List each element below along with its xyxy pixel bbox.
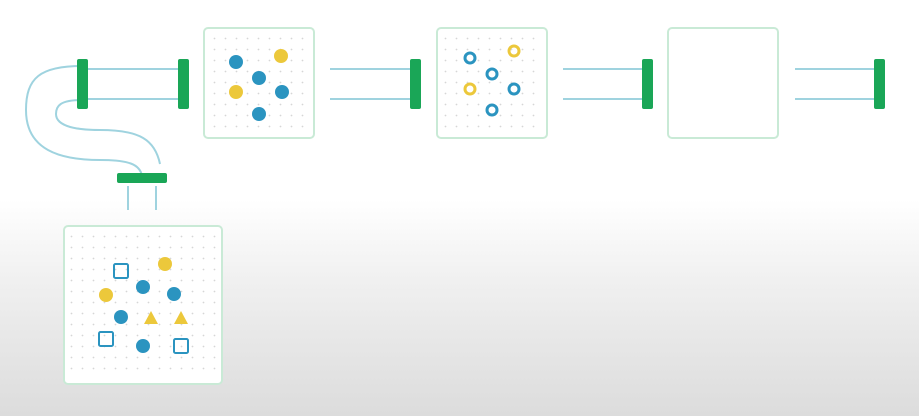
connector-inlet xyxy=(117,173,167,183)
pipe-2 xyxy=(330,68,412,100)
stage-box-3 xyxy=(667,27,779,139)
source-item-yellow-circle-2 xyxy=(158,257,172,271)
stage-box-1 xyxy=(203,27,315,139)
connector-2 xyxy=(410,59,421,109)
stage-2-item-blue-ring-5 xyxy=(507,82,521,96)
stage-1-item-blue-circle-6 xyxy=(252,107,266,121)
connector-4 xyxy=(874,59,885,109)
stage-1-items xyxy=(229,49,289,121)
source-item-blue-circle-6 xyxy=(114,310,128,324)
stage-box-2 xyxy=(436,27,548,139)
stage-1-item-yellow-circle-4 xyxy=(229,85,243,99)
stage-2-item-yellow-ring-2 xyxy=(507,44,521,58)
stage-2-item-blue-ring-1 xyxy=(463,51,477,65)
connector-3 xyxy=(642,59,653,109)
source-item-blue-square-outline-9 xyxy=(98,331,114,347)
stage-1-item-blue-circle-3 xyxy=(252,71,266,85)
stage-1-item-yellow-circle-2 xyxy=(274,49,288,63)
stage-2-items xyxy=(463,44,521,117)
inlet-pipe xyxy=(24,65,161,210)
source-item-blue-square-outline-11 xyxy=(173,338,189,354)
connector-1a xyxy=(77,59,88,109)
pipe-4 xyxy=(795,68,877,100)
source-item-blue-circle-10 xyxy=(136,339,150,353)
source-item-yellow-triangle-8 xyxy=(174,311,188,324)
stage-1-item-blue-circle-5 xyxy=(275,85,289,99)
stage-2-item-blue-ring-6 xyxy=(485,103,499,117)
pipe-1 xyxy=(84,68,180,100)
source-box xyxy=(63,225,223,385)
connector-1b xyxy=(178,59,189,109)
stage-1-item-blue-circle-1 xyxy=(229,55,243,69)
source-item-yellow-triangle-7 xyxy=(144,311,158,324)
source-item-blue-circle-4 xyxy=(136,280,150,294)
source-item-yellow-circle-3 xyxy=(99,288,113,302)
stage-2-item-yellow-ring-4 xyxy=(463,82,477,96)
pipe-3 xyxy=(563,68,645,100)
stage-2-item-blue-ring-3 xyxy=(485,67,499,81)
source-item-blue-square-outline-1 xyxy=(113,263,129,279)
source-items xyxy=(98,257,189,354)
source-item-blue-circle-5 xyxy=(167,287,181,301)
